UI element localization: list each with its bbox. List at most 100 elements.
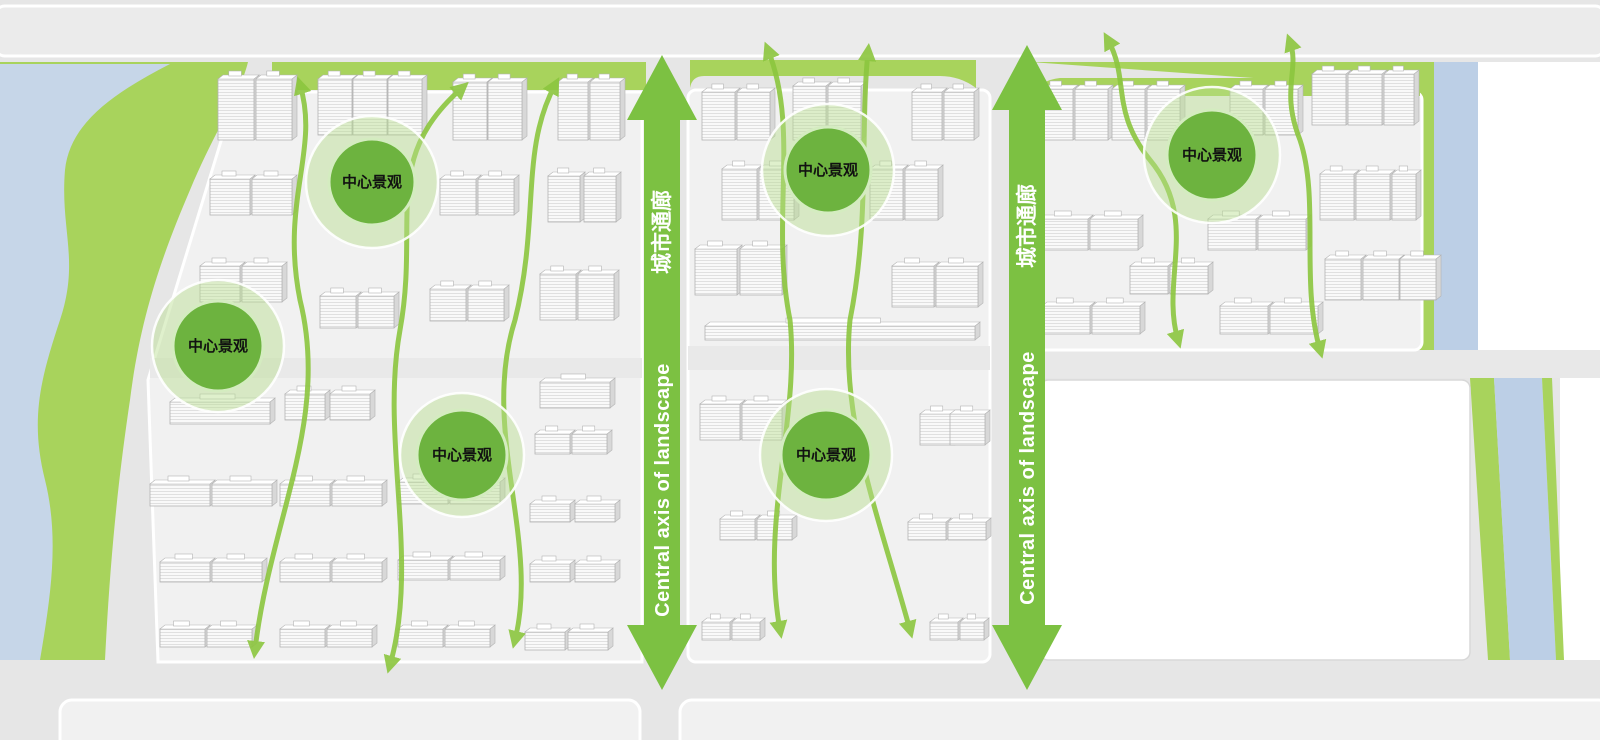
flow-arrow bbox=[501, 77, 560, 649]
building bbox=[701, 83, 741, 141]
building bbox=[539, 265, 582, 321]
flow-arrow bbox=[247, 76, 312, 659]
river-upper bbox=[1434, 62, 1478, 350]
building bbox=[701, 613, 736, 641]
building bbox=[529, 555, 576, 583]
building bbox=[206, 620, 258, 648]
building bbox=[524, 623, 571, 651]
flow-arrow bbox=[1284, 33, 1327, 359]
building bbox=[211, 553, 268, 583]
building bbox=[149, 475, 216, 507]
node-label: 中心景观 bbox=[1182, 146, 1242, 164]
building bbox=[1219, 297, 1274, 335]
green-bank bbox=[1542, 378, 1564, 660]
building bbox=[929, 613, 964, 641]
building bbox=[1257, 210, 1312, 251]
building bbox=[452, 73, 493, 141]
landscape-node: 中心景观 bbox=[1142, 85, 1282, 225]
building bbox=[949, 405, 991, 446]
building bbox=[251, 170, 298, 216]
cross-road-right bbox=[1040, 350, 1600, 378]
building bbox=[439, 170, 482, 216]
building bbox=[331, 475, 388, 507]
building bbox=[557, 73, 594, 141]
building bbox=[211, 475, 278, 507]
building bbox=[1074, 80, 1114, 141]
node-label: 中心景观 bbox=[796, 446, 856, 464]
building bbox=[547, 167, 586, 223]
building bbox=[1355, 165, 1396, 221]
building bbox=[574, 555, 621, 583]
axis-label: Central axis of landscape bbox=[1017, 351, 1039, 605]
building bbox=[935, 257, 984, 308]
landscape-node: 中心景观 bbox=[304, 114, 440, 250]
building bbox=[1039, 210, 1094, 251]
landscape-node: 中心景观 bbox=[398, 391, 526, 519]
double-arrow-shape bbox=[627, 55, 697, 690]
flow-arrow bbox=[762, 41, 795, 639]
building bbox=[467, 280, 510, 322]
building bbox=[1319, 165, 1360, 221]
building bbox=[209, 170, 256, 216]
building bbox=[719, 510, 761, 541]
green-bank bbox=[1470, 378, 1510, 660]
building bbox=[1362, 250, 1405, 301]
node-label: 中心景观 bbox=[432, 446, 492, 464]
building bbox=[1041, 297, 1096, 335]
building bbox=[1311, 65, 1352, 126]
node-label: 中心景观 bbox=[342, 173, 402, 191]
landscape-node: 中心景观 bbox=[150, 278, 286, 414]
building bbox=[449, 551, 506, 581]
building bbox=[1091, 297, 1146, 335]
building bbox=[279, 553, 336, 583]
building bbox=[529, 495, 576, 523]
building bbox=[1129, 257, 1174, 295]
building bbox=[279, 620, 331, 648]
building bbox=[1324, 250, 1367, 301]
building bbox=[1383, 65, 1420, 126]
building bbox=[534, 425, 576, 455]
double-arrow-shape bbox=[992, 45, 1062, 690]
building bbox=[911, 83, 948, 141]
building bbox=[574, 495, 621, 523]
building bbox=[919, 405, 961, 446]
building bbox=[397, 620, 449, 648]
building bbox=[255, 70, 298, 141]
building bbox=[159, 553, 216, 583]
building bbox=[429, 280, 472, 322]
building bbox=[947, 513, 992, 541]
building bbox=[567, 623, 614, 651]
building bbox=[731, 613, 766, 641]
bottom-plot-right bbox=[678, 698, 1600, 740]
building bbox=[577, 265, 620, 321]
white-plot-lower-right bbox=[1560, 378, 1600, 660]
axis-arrow: 城市通廊 Central axis of landscape bbox=[627, 55, 697, 690]
building bbox=[904, 160, 944, 221]
building bbox=[739, 240, 788, 296]
building bbox=[444, 620, 496, 648]
building bbox=[357, 287, 400, 329]
lake bbox=[0, 64, 170, 660]
building bbox=[943, 83, 980, 141]
flow-arrows bbox=[247, 32, 1327, 674]
plot-east-lower bbox=[1039, 379, 1471, 661]
building bbox=[329, 385, 376, 421]
building bbox=[539, 373, 616, 409]
building bbox=[959, 613, 990, 641]
building bbox=[699, 395, 746, 441]
corridor-label: 城市通廊 bbox=[1015, 184, 1039, 268]
flow-arrow bbox=[1103, 32, 1185, 349]
node-label: 中心景观 bbox=[798, 161, 858, 179]
building bbox=[571, 425, 613, 455]
building bbox=[694, 240, 743, 296]
building bbox=[159, 620, 211, 648]
building bbox=[1399, 250, 1442, 301]
building bbox=[319, 287, 362, 329]
river-lower bbox=[1494, 378, 1556, 660]
top-road bbox=[0, 4, 1600, 58]
bottom-plot-left bbox=[58, 698, 642, 740]
building bbox=[1347, 65, 1388, 126]
building bbox=[217, 70, 260, 141]
building bbox=[326, 620, 378, 648]
